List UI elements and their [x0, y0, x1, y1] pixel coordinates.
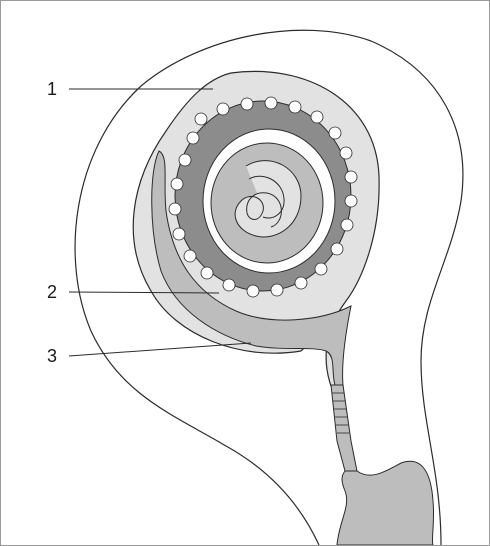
label-2: 2: [47, 283, 57, 301]
label-1: 1: [47, 80, 57, 98]
label-3: 3: [47, 347, 57, 365]
lower-cavity: [337, 461, 434, 545]
leader-line-3: [69, 343, 251, 356]
connecting-stalk: [331, 385, 357, 471]
